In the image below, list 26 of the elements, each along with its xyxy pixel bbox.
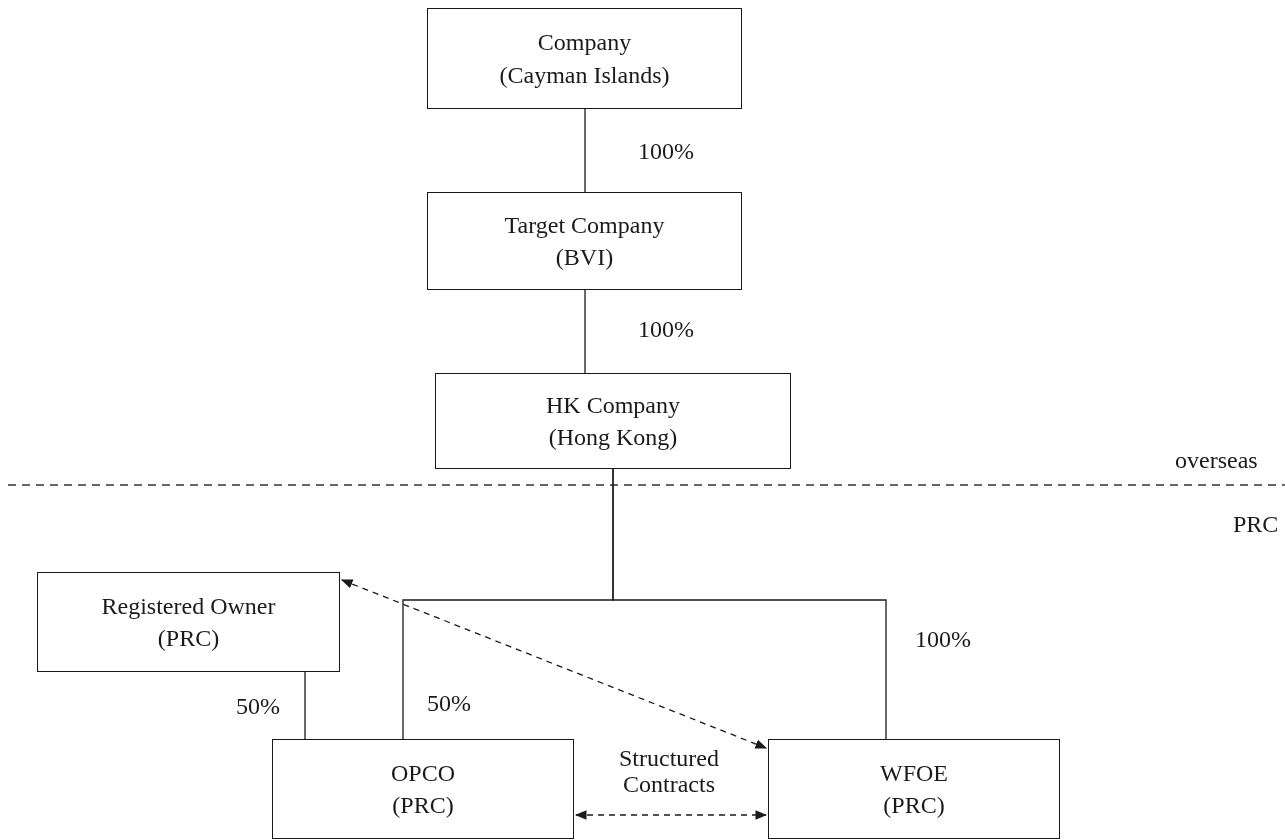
entity-name: WFOE	[880, 758, 948, 788]
jurisdiction-text: (PRC)	[157, 624, 220, 653]
dashed-arrow	[340, 579, 768, 749]
jurisdiction-text: (PRC)	[392, 791, 454, 820]
entity-name: Target Company	[504, 210, 665, 240]
entity-box	[427, 8, 742, 109]
entity-name: OPCO	[391, 758, 455, 788]
entity-box	[37, 572, 340, 672]
region-label: overseas	[1175, 446, 1258, 475]
entity-name: HK Company	[546, 390, 680, 420]
jurisdiction-text: (PRC)	[883, 791, 945, 820]
connector-line	[612, 468, 887, 740]
entity-name: Company	[537, 28, 632, 58]
jurisdiction-text: (Cayman Islands)	[499, 60, 670, 90]
entity-name: Registered Owner	[101, 591, 276, 621]
entity-box	[272, 739, 574, 839]
entity-box	[768, 739, 1060, 839]
connector-line	[584, 289, 586, 374]
connector-line	[584, 108, 586, 193]
connector-line	[304, 671, 306, 740]
entity-box	[427, 192, 742, 290]
entity-box	[435, 373, 791, 469]
jurisdiction-text: (BVI)	[555, 243, 614, 272]
dashed-arrow	[574, 810, 768, 820]
region-label: PRC	[1233, 510, 1279, 539]
jurisdiction-text: (Hong Kong)	[548, 423, 678, 452]
